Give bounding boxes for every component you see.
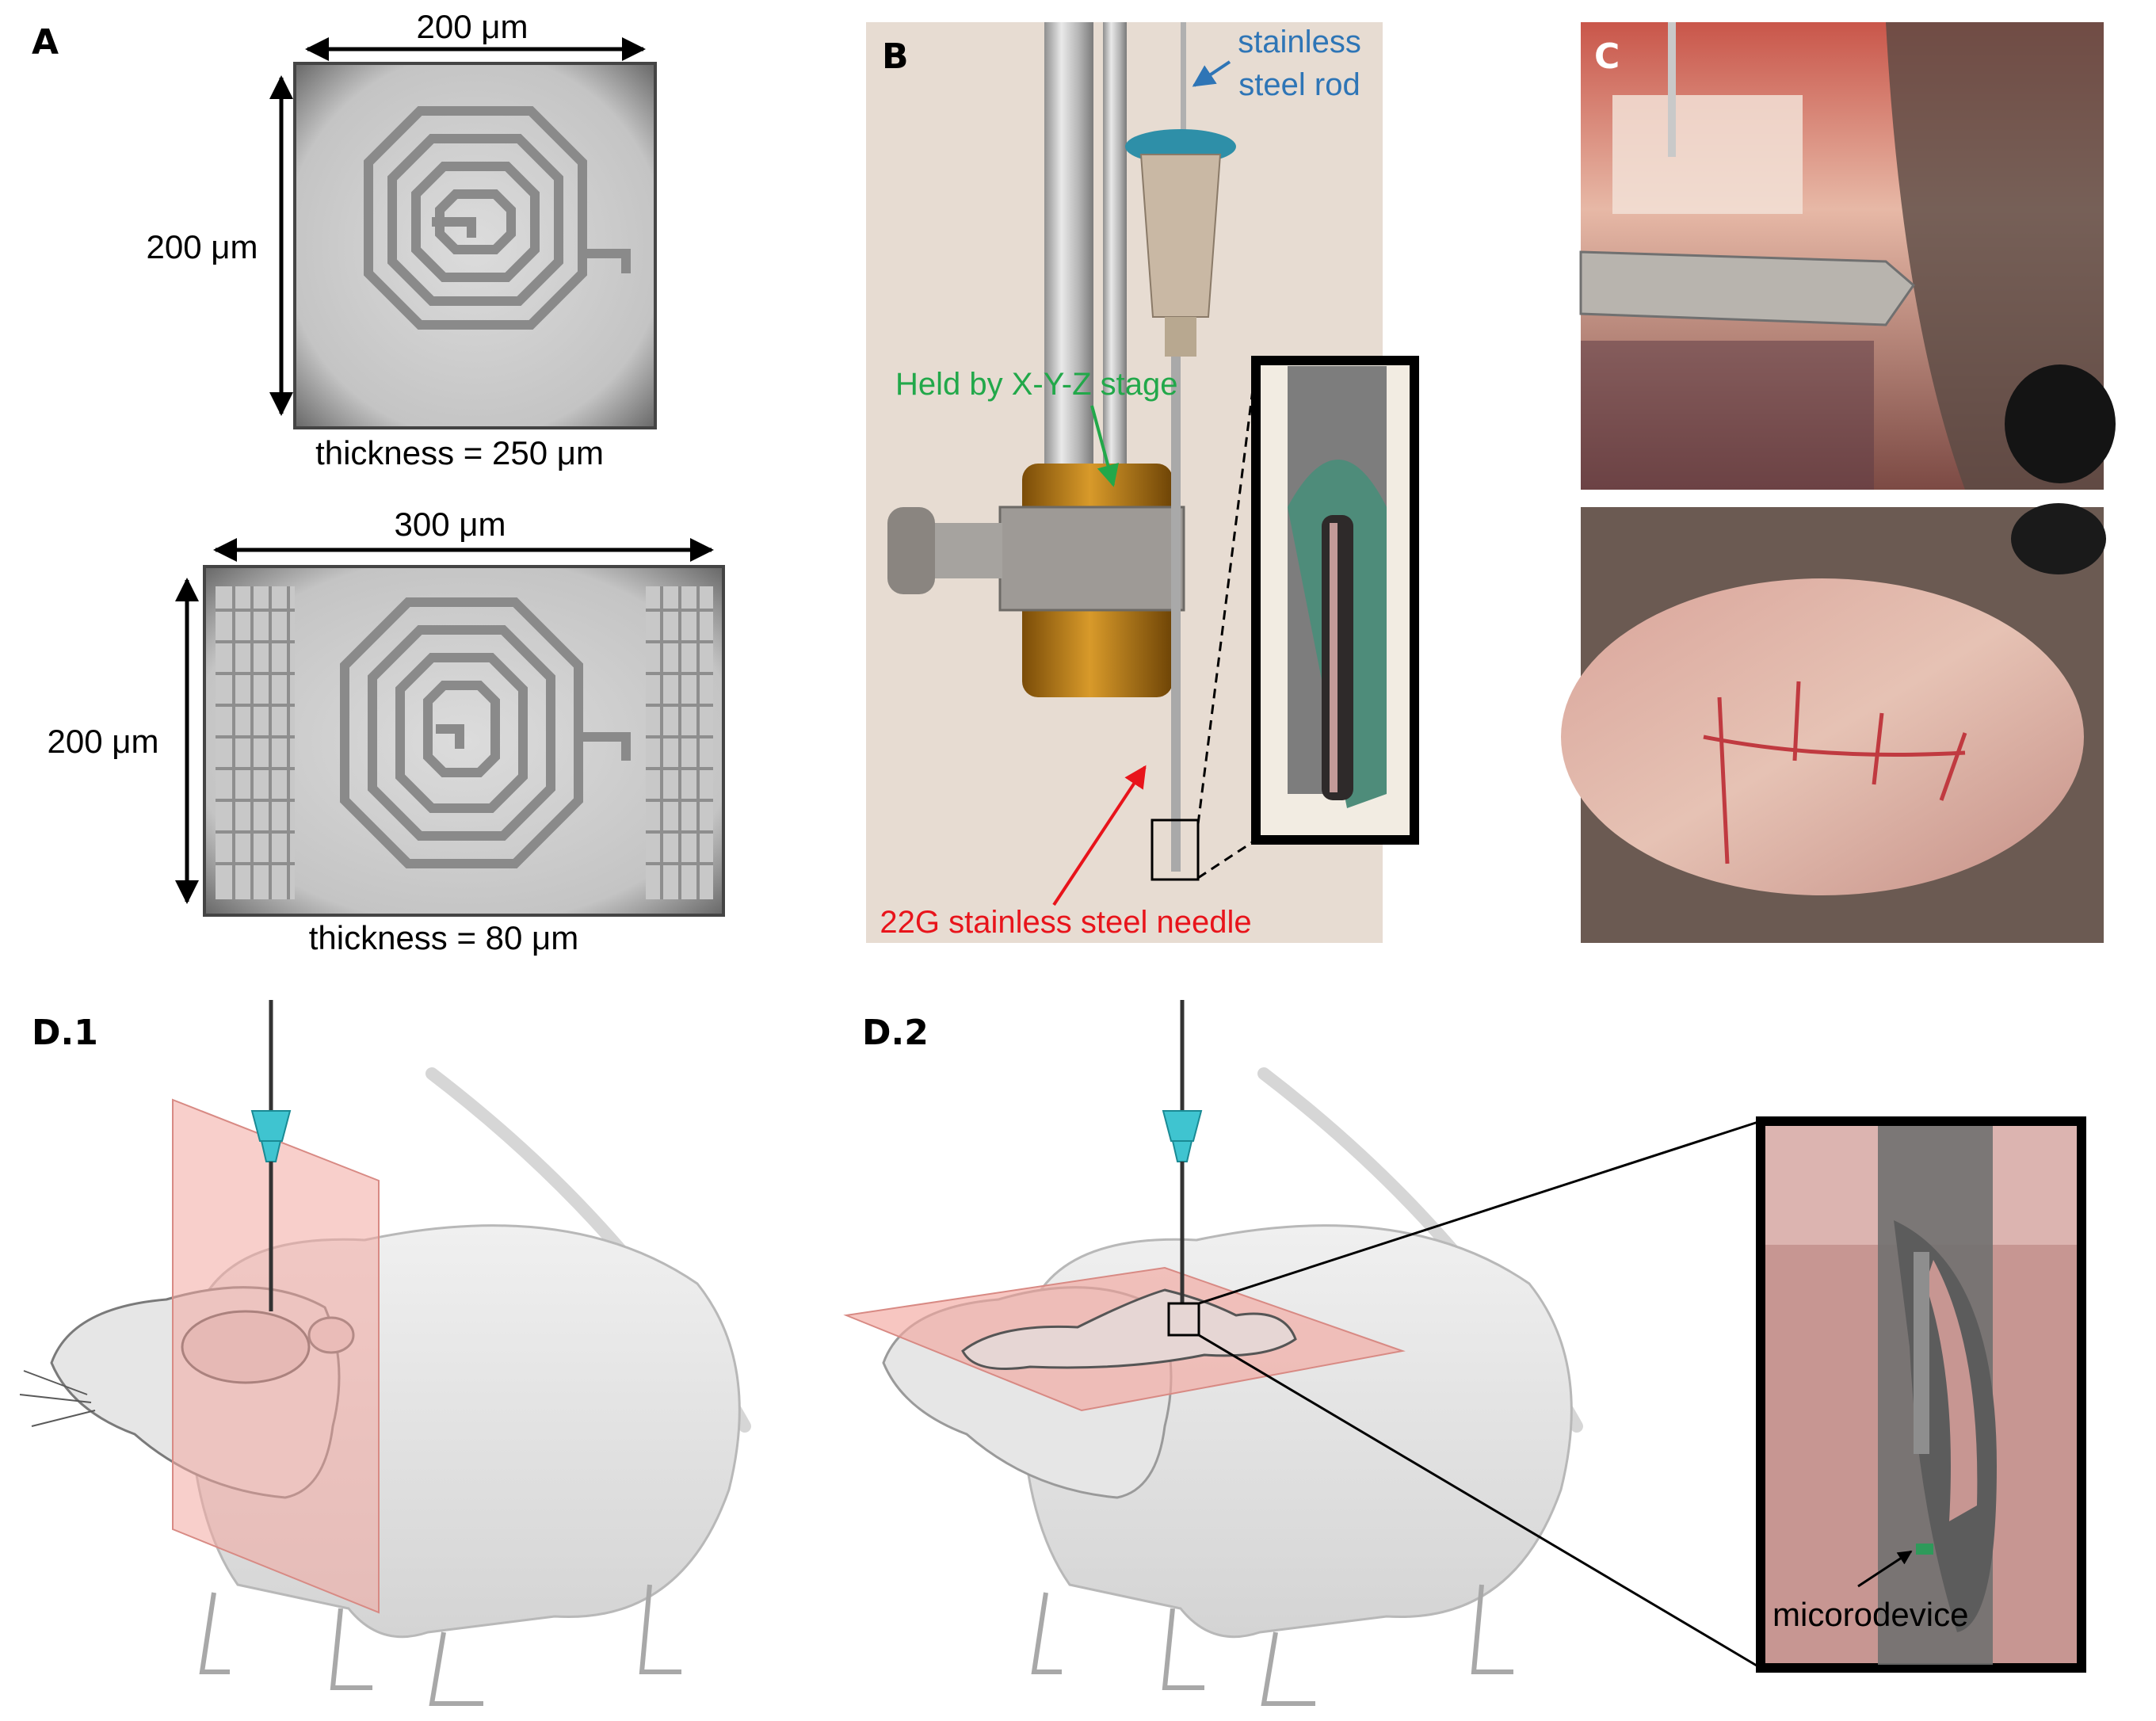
chip-1-height-label: 200 μm bbox=[147, 228, 258, 265]
microdevice-annotation: micorodevice bbox=[1772, 1550, 1968, 1633]
chip-2-height-label: 200 μm bbox=[48, 723, 159, 760]
surgery-photo-bottom bbox=[1561, 503, 2106, 943]
panel-label-d2: D.2 bbox=[862, 1013, 929, 1053]
needle-tip-inset bbox=[1196, 356, 1419, 880]
panel-label-c: C bbox=[1594, 36, 1620, 77]
chip-2-width-label: 300 μm bbox=[395, 506, 506, 543]
chip-2-thickness-label: thickness = 80 μm bbox=[309, 919, 579, 956]
rod-label-line1: stainless bbox=[1238, 25, 1361, 59]
rat-illustration-d2 bbox=[843, 1000, 1583, 1706]
panel-label-a: A bbox=[32, 22, 59, 63]
rod-annotation: stainless steel rod bbox=[1192, 25, 1361, 102]
chip-2-micrograph bbox=[203, 565, 725, 917]
surgery-photo-top bbox=[1579, 22, 2116, 490]
chip-1-height-dimension: 200 μm bbox=[147, 75, 293, 416]
chip-1-thickness-label: thickness = 250 μm bbox=[315, 434, 604, 471]
microdevice-inset bbox=[1198, 1116, 2086, 1673]
stage-annotation: Held by X-Y-Z stage bbox=[895, 367, 1177, 487]
microdevice-label: micorodevice bbox=[1772, 1596, 1968, 1633]
needle-annotation: 22G stainless steel needle bbox=[880, 765, 1252, 940]
stage-label: Held by X-Y-Z stage bbox=[895, 367, 1177, 402]
needle-label: 22G stainless steel needle bbox=[880, 905, 1251, 940]
rat-illustration-d1 bbox=[19, 1000, 751, 1706]
chip-1-micrograph bbox=[293, 62, 657, 429]
chip-2-height-dimension: 200 μm bbox=[48, 578, 199, 904]
chip-2-width-dimension: 300 μm bbox=[213, 506, 714, 562]
rod-label-line2: steel rod bbox=[1238, 67, 1360, 102]
chip-1-width-label: 200 μm bbox=[417, 8, 529, 45]
chip-1-width-dimension: 200 μm bbox=[305, 8, 646, 61]
panel-label-d1: D.1 bbox=[32, 1013, 98, 1053]
panel-label-b: B bbox=[882, 36, 909, 77]
